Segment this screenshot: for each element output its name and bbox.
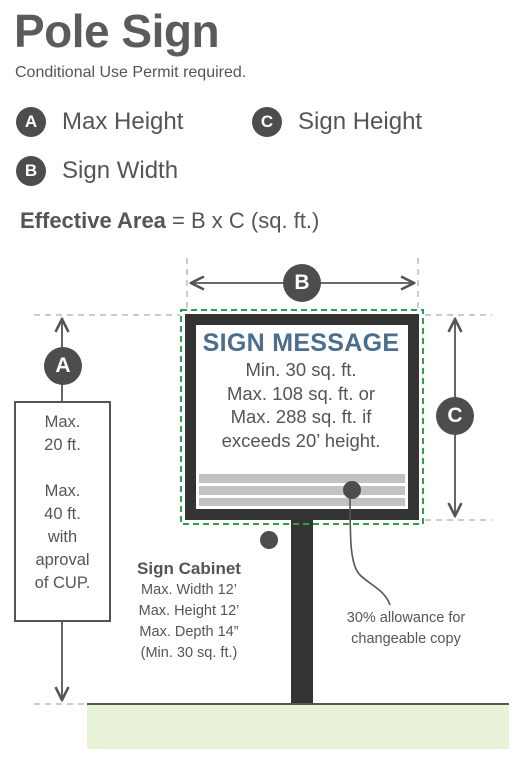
legend-label: Sign Height <box>298 108 423 135</box>
sign-cabinet-line: (Min. 30 sq. ft.) <box>140 645 238 661</box>
allowance-line: changeable copy <box>351 631 461 647</box>
sign-cabinet-line: Max. Height 12’ <box>138 603 240 619</box>
effective-area-formula: Effective Area = B x C (sq. ft.) <box>20 208 319 234</box>
sign-message-title: SIGN MESSAGE <box>202 329 400 357</box>
sign-cabinet-label: Sign Cabinet Max. Width 12’ Max. Height … <box>120 558 258 664</box>
max-height-line: 40 ft. <box>44 505 81 523</box>
legend-label: Max Height <box>62 108 184 135</box>
legend-label: Sign Width <box>62 157 179 184</box>
legend-item-max-height: A Max Height <box>16 107 183 137</box>
sign-message-line: Min. 30 sq. ft. <box>245 359 357 380</box>
sign-message-line: exceeds 20’ height. <box>221 429 381 451</box>
badge-a-icon: A <box>16 107 46 137</box>
badge-b-icon: B <box>283 264 321 302</box>
page-title: Pole Sign <box>14 5 220 57</box>
changeable-copy-strip <box>199 498 405 506</box>
allowance-line: 30% allowance for <box>346 610 466 626</box>
changeable-copy-strip <box>199 486 405 495</box>
badge-c-icon: C <box>252 107 282 137</box>
changeable-copy-strip <box>199 474 405 483</box>
sign-cabinet-line: Max. Width 12’ <box>141 582 237 598</box>
effective-area-outline <box>180 309 424 525</box>
legend-item-sign-height: C Sign Height <box>252 107 422 137</box>
sign-message-line: Max. 108 sq. ft. or <box>226 382 376 404</box>
max-height-box: Max. 20 ft. Max. 40 ft. with aproval of … <box>14 401 111 622</box>
max-height-line: 20 ft. <box>44 436 81 454</box>
badge-a-icon: A <box>44 347 82 385</box>
sign-message-line: Max. 288 sq. ft. if <box>230 406 372 427</box>
ground <box>87 705 509 749</box>
sign-cabinet-line: Max. Depth 14” <box>139 624 239 640</box>
page-subtitle: Conditional Use Permit required. <box>15 64 247 81</box>
max-height-line: with <box>47 528 78 546</box>
legend-item-sign-width: B Sign Width <box>16 156 178 186</box>
sign-cabinet-title: Sign Cabinet <box>137 559 241 578</box>
formula-rest: = B x C (sq. ft.) <box>165 208 320 233</box>
badge-b-icon: B <box>16 156 46 186</box>
max-height-line: of CUP. <box>34 574 91 592</box>
allowance-callout-dot <box>343 481 361 499</box>
allowance-label: 30% allowance for changeable copy <box>330 608 482 650</box>
sign-message: SIGN MESSAGE Min. 30 sq. ft. Max. 108 sq… <box>197 328 405 452</box>
badge-c-icon: C <box>436 397 474 435</box>
cabinet-callout-dot <box>260 531 278 549</box>
max-height-line: Max. <box>44 413 81 431</box>
max-height-spacer <box>16 457 109 480</box>
sign-pole <box>291 520 313 704</box>
max-height-line: Max. <box>44 482 81 500</box>
max-height-line: aproval <box>35 551 90 569</box>
formula-bold: Effective Area <box>20 208 166 233</box>
allowance-callout-line <box>349 489 391 606</box>
